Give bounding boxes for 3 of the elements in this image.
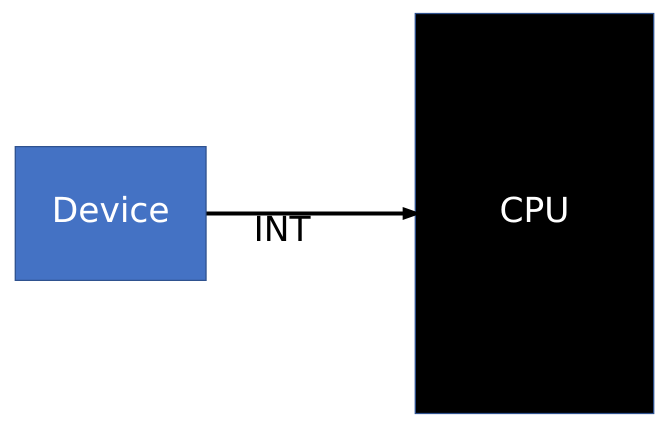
node-box: CPU <box>414 12 654 414</box>
node-box: Device <box>14 146 206 282</box>
edge-label: INT <box>253 210 310 250</box>
